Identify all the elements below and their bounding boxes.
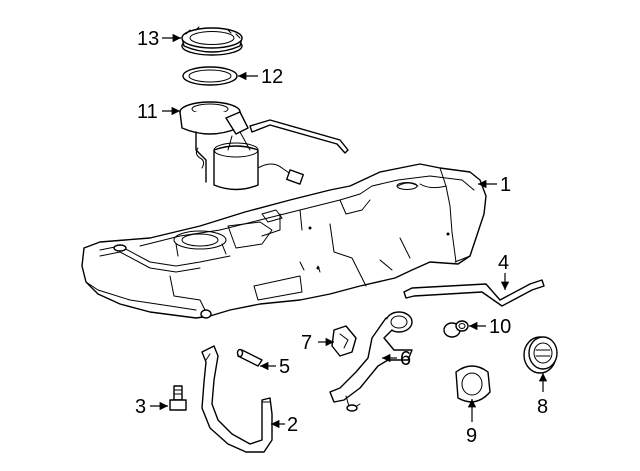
- part-7-bracket: [331, 325, 357, 357]
- callout-1: 1: [500, 174, 511, 196]
- part-3-bolt: [169, 385, 187, 411]
- callout-10: 10: [489, 316, 511, 338]
- part-13-lock-ring: [181, 26, 243, 56]
- part-6-filler-pipe: [329, 311, 413, 412]
- part-12-seal: [182, 66, 238, 86]
- callout-labels: 1 2 3 4 5 6 7 8 9 10 11 12 13: [135, 28, 548, 447]
- callout-7: 7: [301, 332, 312, 354]
- callout-6: 6: [400, 348, 411, 370]
- callout-3: 3: [135, 396, 146, 418]
- callout-9: 9: [466, 425, 477, 447]
- callout-2: 2: [287, 414, 298, 436]
- callout-4: 4: [498, 252, 509, 274]
- part-10-valve: [443, 320, 469, 338]
- part-8-filler-cap: [523, 336, 558, 374]
- part-2-strap: [201, 345, 273, 453]
- callout-12: 12: [261, 66, 283, 88]
- callout-8: 8: [537, 396, 548, 418]
- part-5-sleeve: [236, 348, 263, 367]
- callout-11: 11: [137, 101, 158, 123]
- part-9-housing: [455, 365, 491, 403]
- callout-13: 13: [137, 28, 159, 50]
- leader-lines: [150, 33, 548, 429]
- part-11-fuel-pump-module: [179, 101, 349, 191]
- part-1-fuel-tank: [81, 163, 487, 319]
- callout-5: 5: [279, 356, 290, 378]
- part-4-tube: [403, 279, 545, 307]
